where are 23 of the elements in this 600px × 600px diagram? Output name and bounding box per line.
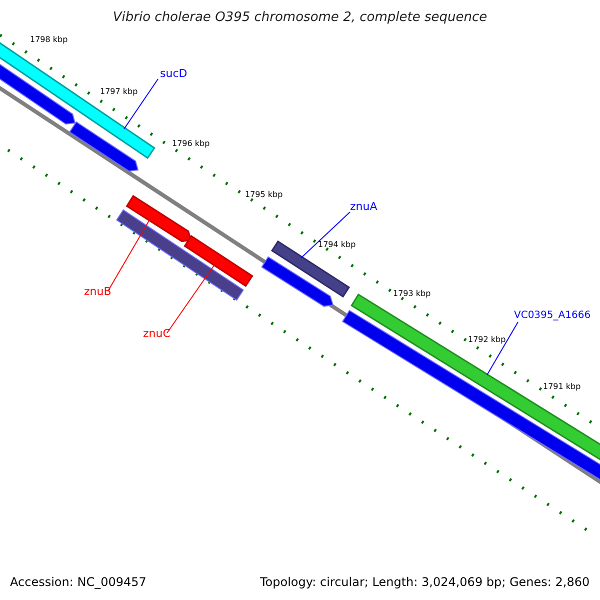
leader-line xyxy=(486,322,518,376)
scale-label: 1792 kbp xyxy=(468,336,506,344)
leader-line xyxy=(124,78,158,130)
leader-line xyxy=(108,218,150,292)
scale-label: 1791 kbp xyxy=(543,383,581,391)
gene-bar xyxy=(126,194,192,242)
leader-line xyxy=(300,212,350,258)
scale-label: 1796 kbp xyxy=(172,140,210,148)
footer-note: Accession: NC_009457 xyxy=(10,576,146,588)
scale-label: 1794 kbp xyxy=(318,241,356,249)
gene-bar xyxy=(184,234,254,288)
scale-label: 1795 kbp xyxy=(245,191,283,199)
gene-label: znuA xyxy=(350,201,378,212)
diagram-title: Vibrio cholerae O395 chromosome 2, complete sequence xyxy=(112,11,488,24)
gene-label: znuB xyxy=(84,286,112,297)
gene-label: sucD xyxy=(160,68,188,79)
footer-note: Topology: circular; Length: 3,024,069 bp; Genes: 2,860 xyxy=(260,576,590,588)
scale-label: 1793 kbp xyxy=(393,290,431,298)
scale-label: 1797 kbp xyxy=(100,88,138,96)
gene-label: znuC xyxy=(143,328,170,339)
gene-label: VC0395_A1666 xyxy=(514,311,591,321)
scale-label: 1798 kbp xyxy=(30,36,68,44)
leader-line xyxy=(166,264,216,334)
